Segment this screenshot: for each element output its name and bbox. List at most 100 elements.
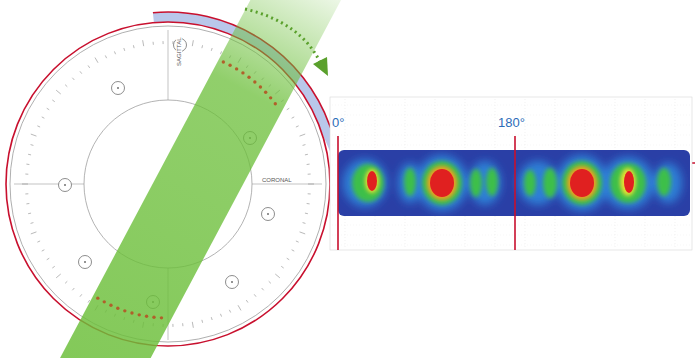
tick-mark [72, 288, 74, 290]
tick-mark [192, 40, 193, 46]
low-dose [343, 155, 682, 211]
radiation-beam [47, 0, 352, 358]
detector-dot [253, 80, 256, 83]
detector-dot [235, 67, 238, 70]
tick-mark [65, 85, 67, 87]
tick-mark [303, 222, 306, 224]
tick-mark [31, 144, 34, 146]
plane-label: SAGITTAL [176, 37, 182, 66]
peak-dose [430, 169, 454, 197]
detector-dot [116, 307, 119, 310]
tick-mark [246, 300, 248, 302]
tick-mark [25, 174, 28, 175]
map-grid [332, 99, 690, 248]
rotation-arrow [245, 9, 320, 62]
tick-mark [31, 222, 34, 224]
detector-dot [269, 96, 272, 99]
axis-line [14, 184, 84, 185]
tick-mark [22, 184, 28, 185]
tick-mark [262, 288, 264, 290]
grid-line [332, 225, 690, 226]
tick-mark [220, 314, 221, 317]
map-frame [330, 97, 692, 250]
tick-mark [72, 78, 74, 80]
tick-mark [254, 294, 256, 296]
detector-dot [264, 91, 267, 94]
tick-mark [281, 266, 283, 268]
angle-label: 180° [498, 116, 525, 129]
tick-mark [211, 317, 213, 320]
marker-hole [79, 256, 92, 269]
tick-mark [42, 117, 45, 118]
tick-mark [133, 45, 135, 48]
angle-marker [337, 136, 339, 250]
marker-hole [112, 82, 125, 95]
tick-mark [308, 184, 314, 185]
grid-line [332, 145, 690, 146]
tick-mark [42, 250, 45, 251]
tick-mark [31, 134, 37, 136]
detector-dot [228, 64, 231, 67]
tick-mark [28, 154, 31, 156]
tick-mark [143, 40, 144, 46]
tick-mark [220, 51, 221, 54]
detector-dot [247, 76, 250, 79]
plane-label: CORONAL [262, 177, 292, 183]
peak-dose [367, 171, 377, 191]
tick-mark [31, 232, 37, 234]
tick-mark [192, 322, 193, 328]
tick-mark [26, 164, 29, 165]
tick-mark [296, 241, 299, 242]
mid-dose [352, 161, 671, 205]
tick-mark [105, 55, 106, 58]
tick-mark [123, 48, 125, 51]
detector-dot [241, 71, 244, 74]
tick-mark [37, 241, 40, 242]
tick-mark [303, 144, 306, 146]
tick-mark [201, 45, 203, 48]
high-dose [365, 166, 636, 200]
detector-dot [103, 300, 106, 303]
tick-mark [52, 266, 54, 268]
tick-mark [88, 300, 90, 302]
detector-dot [109, 304, 112, 307]
tick-mark [26, 203, 29, 204]
angle-marker [514, 136, 516, 250]
grid-line [332, 105, 690, 106]
grid-line [332, 235, 690, 236]
tick-mark [308, 174, 311, 175]
axis-line [168, 30, 169, 100]
tick-mark [95, 58, 98, 63]
tick-mark [56, 274, 61, 278]
detector-dot [138, 313, 141, 316]
tick-mark [292, 117, 295, 118]
detector-dot [152, 316, 155, 319]
axis-line [252, 184, 322, 185]
grid-line [332, 245, 690, 246]
tick-mark [307, 164, 310, 165]
marker-hole [59, 179, 72, 192]
tick-mark [292, 250, 295, 251]
tick-mark [305, 213, 308, 215]
dose-map [330, 97, 692, 250]
detector-dot [160, 316, 163, 319]
tick-mark [182, 323, 183, 326]
tick-mark [287, 108, 290, 110]
tick-mark [172, 324, 173, 327]
tick-mark [114, 51, 115, 54]
detector-dot [123, 309, 126, 312]
tick-mark [153, 42, 154, 45]
detector-dot [96, 296, 99, 299]
tick-mark [238, 305, 241, 310]
tick-mark [211, 48, 213, 51]
tick-mark [88, 65, 90, 67]
grid-line [332, 135, 690, 136]
tick-mark [80, 71, 82, 73]
tick-mark [163, 41, 164, 44]
detector-dots [96, 60, 277, 319]
marker-hole [226, 276, 239, 289]
tick-mark [307, 203, 310, 204]
rotation-arrowhead [313, 57, 328, 76]
